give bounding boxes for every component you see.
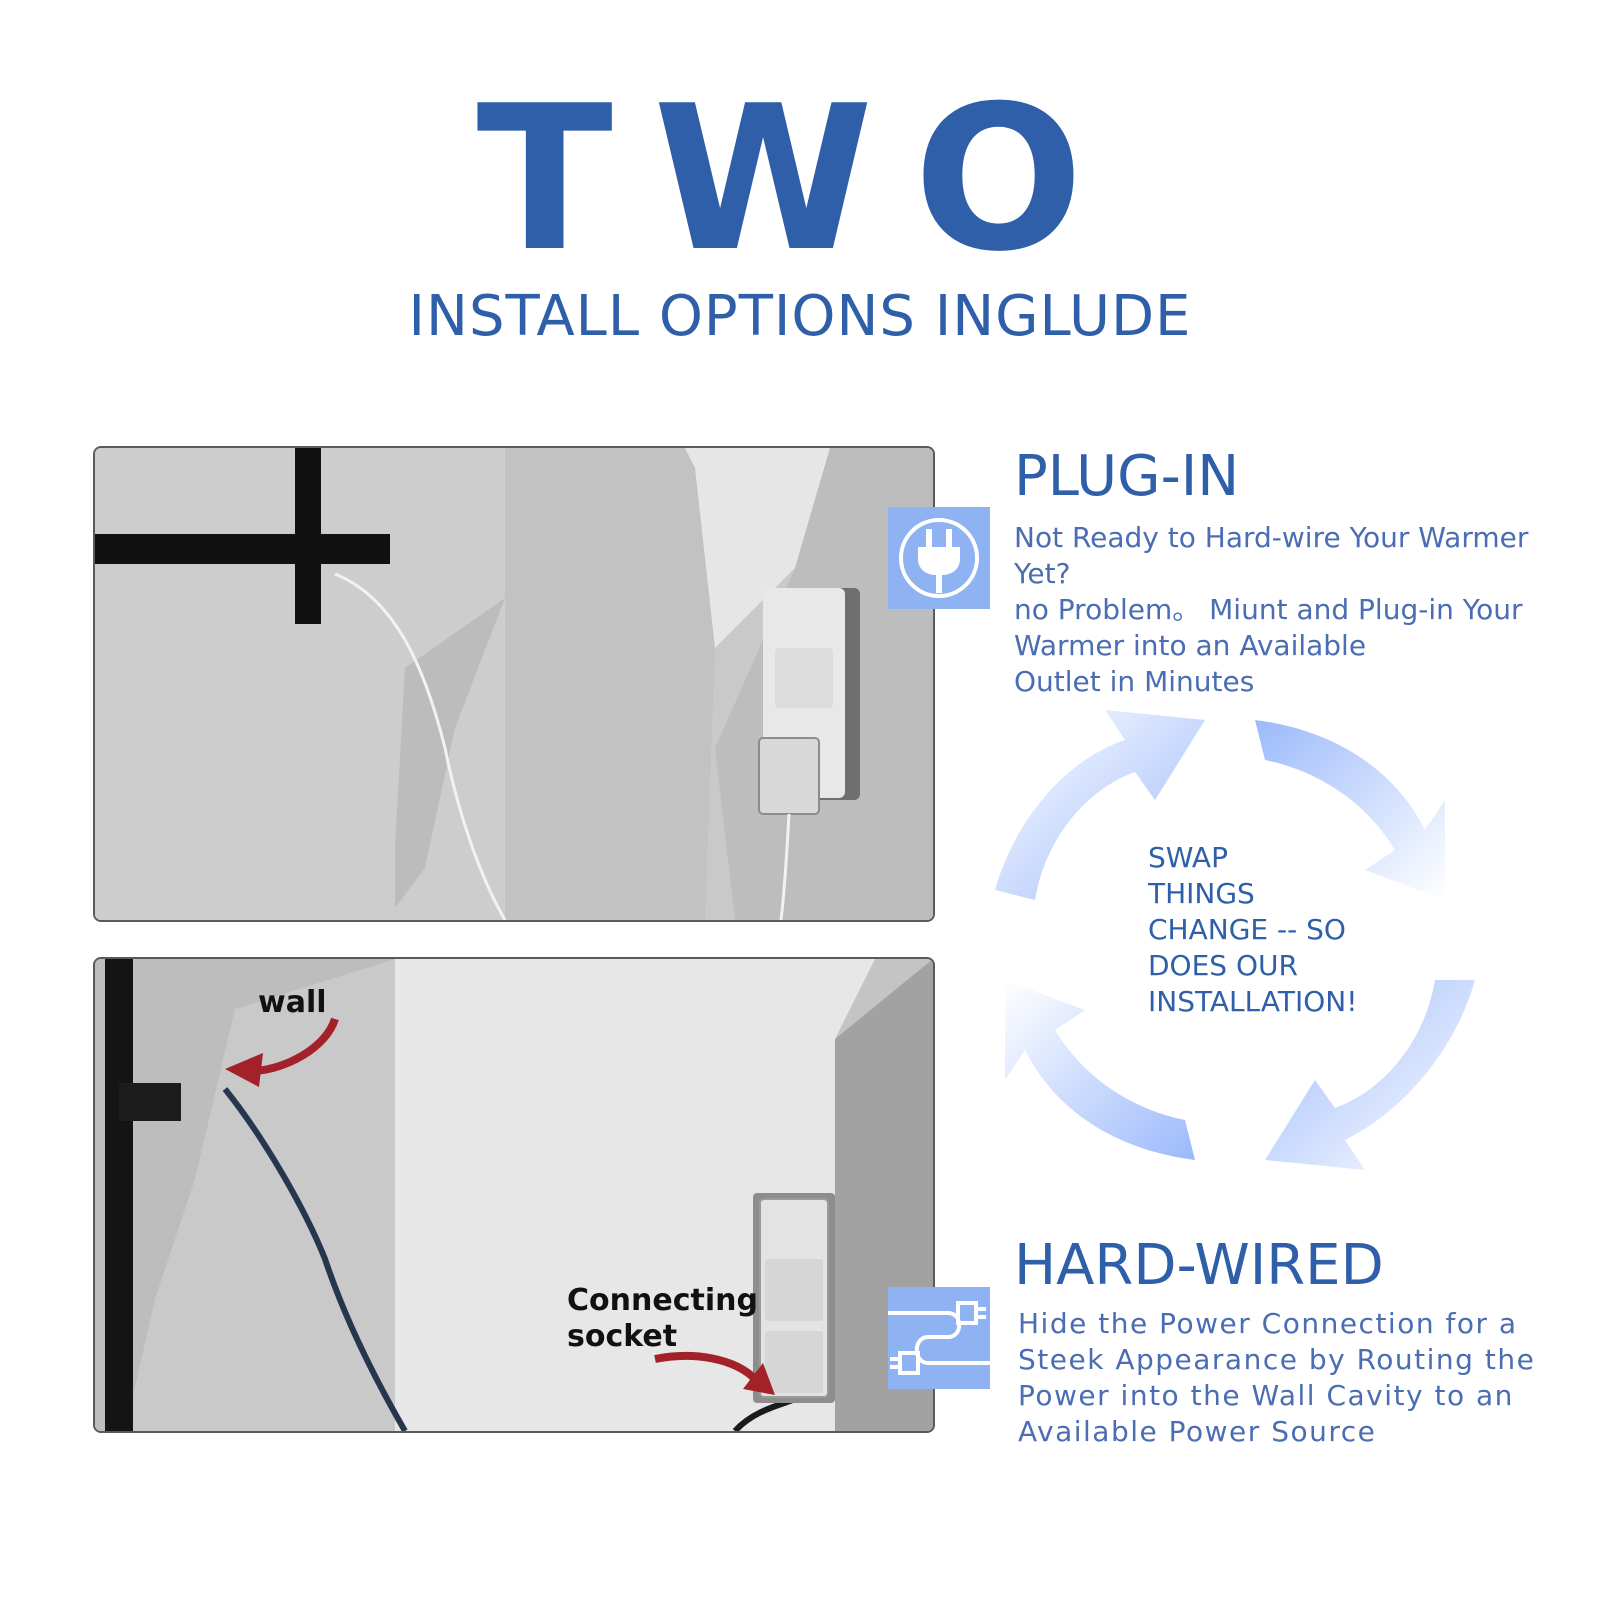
page-subtitle: INSTALL OPTIONS INGLUDE — [408, 284, 1192, 349]
plug-in-photo — [93, 446, 935, 922]
hard-wired-description: Hide the Power Connection for a Steek Ap… — [1018, 1307, 1536, 1448]
plug-in-description: Not Ready to Hard-wire Your Warmer Yet? … — [1014, 521, 1529, 698]
wall-label: wall — [258, 985, 327, 1020]
plug-in-illustration — [95, 448, 933, 920]
hard-wired-photo — [93, 957, 935, 1433]
cycle-arrows-icon — [975, 700, 1495, 1180]
page-title: TWO — [476, 63, 1124, 296]
plug-icon — [888, 507, 990, 609]
swap-message: SWAP THINGS CHANGE -- SO DOES OUR INSTAL… — [1148, 841, 1358, 1018]
plug-in-title: PLUG-IN — [1014, 444, 1240, 509]
connecting-socket-label: Connecting socket — [567, 1283, 758, 1354]
cable-icon — [888, 1287, 990, 1389]
hard-wired-title: HARD-WIRED — [1014, 1233, 1384, 1298]
hard-wired-illustration — [95, 959, 933, 1431]
